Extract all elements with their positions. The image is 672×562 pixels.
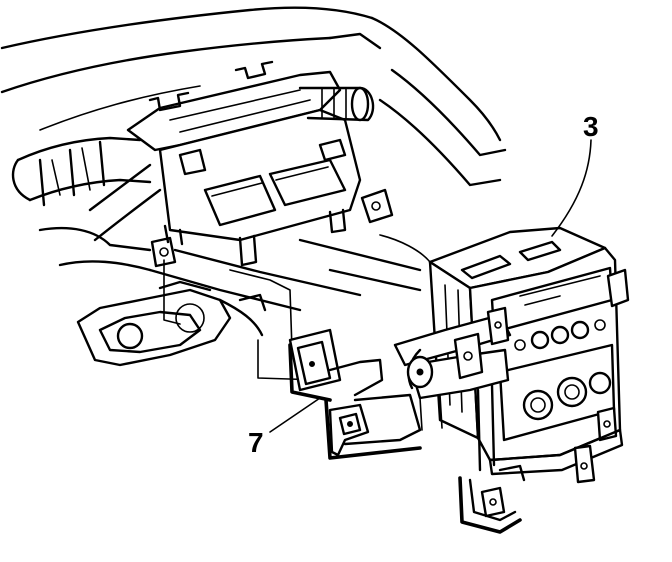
hvac-control-mounting-bracket — [288, 328, 422, 457]
callout-3-label: 3 — [583, 111, 599, 142]
callout-7-label: 7 — [248, 427, 264, 458]
callout-3-leader — [551, 139, 592, 237]
module-mounting-arms — [393, 306, 512, 472]
callout-7-leader — [269, 397, 321, 433]
instrument-panel-carrier — [0, 6, 507, 367]
hvac-control-module — [428, 226, 630, 484]
lower-support-brace — [324, 398, 526, 534]
hvac-duct-housing — [126, 60, 375, 267]
mounting-brackets — [150, 188, 394, 268]
callouts: 3 7 — [248, 111, 599, 458]
